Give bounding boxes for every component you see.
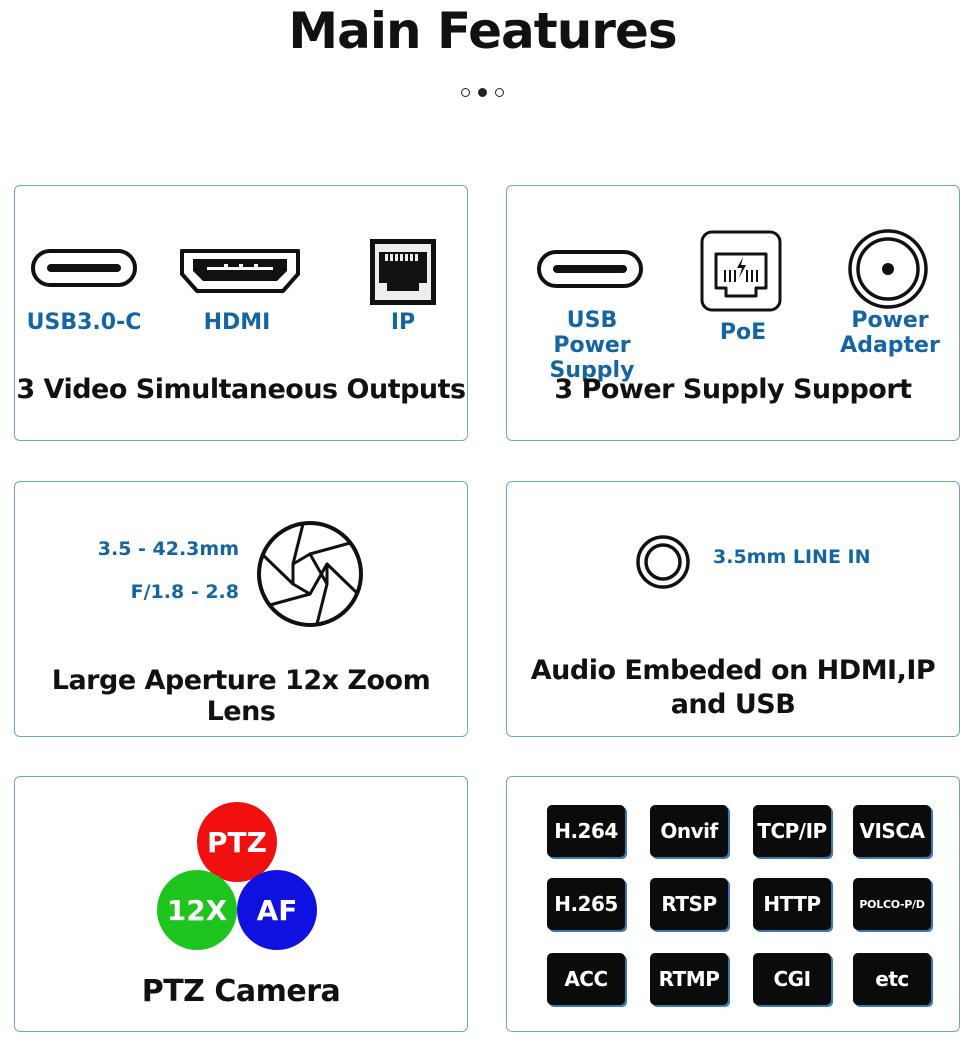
protocol-badge-rtsp: RTSP	[650, 878, 728, 930]
zoom-12x-circle: 12X	[157, 870, 237, 950]
ip-label: IP	[390, 310, 416, 335]
protocol-badge-cgi: CGI	[753, 953, 831, 1005]
protocol-badge-polco: POLCO-P/D	[853, 878, 931, 930]
protocol-badge-onvif: Onvif	[650, 805, 728, 857]
af-circle: AF	[237, 870, 317, 950]
power-adapter-label: Power Adapter	[840, 308, 940, 358]
ptz-caption: PTZ Camera	[141, 974, 341, 1009]
usb-label: USB3.0-C	[26, 310, 142, 335]
pager-dot-active[interactable]	[478, 88, 487, 97]
page-title: Main Features	[288, 2, 677, 60]
protocol-badge-rtmp: RTMP	[650, 953, 728, 1005]
carousel-pager	[0, 88, 965, 97]
protocol-badge-etc: etc	[853, 953, 931, 1005]
protocol-badge-http: HTTP	[753, 878, 831, 930]
usb-c-port-icon	[31, 249, 137, 287]
ethernet-port-icon	[370, 239, 436, 305]
protocol-badge-h265: H.265	[547, 878, 625, 930]
aperture-text: F/1.8 - 2.8	[130, 581, 239, 603]
focal-length-text: 3.5 - 42.3mm	[97, 538, 239, 560]
video-outputs-caption: 3 Video Simultaneous Outputs	[16, 374, 466, 405]
power-supply-caption: 3 Power Supply Support	[554, 374, 912, 405]
usb-power-label: USB Power Supply	[549, 308, 635, 383]
feature-card-audio: 3.5mm LINE IN Audio Embeded on HDMI,IP a…	[506, 481, 960, 737]
audio-caption: Audio Embeded on HDMI,IP and USB	[530, 655, 936, 720]
feature-card-protocols: H.264 Onvif TCP/IP VISCA H.265 RTSP HTTP…	[506, 776, 960, 1032]
feature-card-video-outputs: USB3.0-C HDMI IP 3 Video Simultaneous Ou…	[14, 185, 468, 441]
poe-label: PoE	[719, 320, 767, 345]
pager-dot[interactable]	[495, 88, 504, 97]
protocol-badge-h264: H.264	[547, 805, 625, 857]
line-in-text: 3.5mm LINE IN	[713, 546, 871, 568]
pager-dot[interactable]	[461, 88, 470, 97]
feature-card-lens: 3.5 - 42.3mm F/1.8 - 2.8 Large Aperture …	[14, 481, 468, 737]
feature-card-ptz: PTZ 12X AF PTZ Camera	[14, 776, 468, 1032]
hdmi-port-icon	[180, 249, 300, 293]
usb-c-power-icon	[537, 250, 643, 288]
feature-card-power-supply: USB Power Supply PoE Power Adapter 3 Pow…	[506, 185, 960, 441]
protocol-badge-visca: VISCA	[853, 805, 931, 857]
hdmi-label: HDMI	[203, 310, 271, 335]
poe-port-icon	[700, 230, 782, 312]
lens-caption: Large Aperture 12x Zoom Lens	[51, 665, 431, 727]
aperture-icon	[257, 521, 363, 627]
ptz-circle: PTZ	[197, 802, 277, 882]
power-adapter-jack-icon	[848, 229, 928, 309]
protocol-badge-tcpip: TCP/IP	[753, 805, 831, 857]
audio-jack-icon	[636, 535, 690, 589]
protocol-badge-acc: ACC	[547, 953, 625, 1005]
